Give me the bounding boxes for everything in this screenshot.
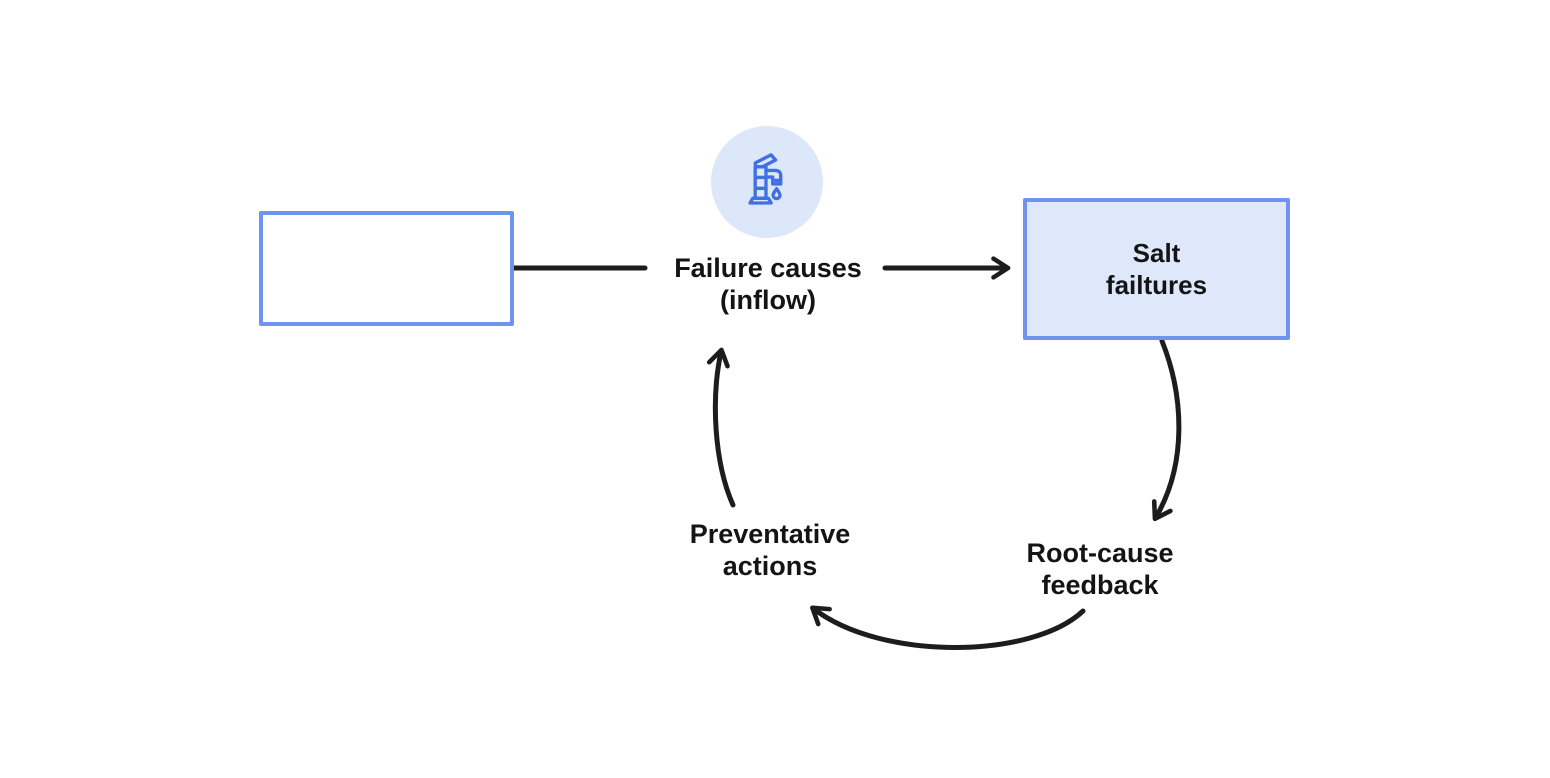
inflow-icon-circle [711,126,823,238]
label-failure-causes-line2: (inflow) [720,285,816,315]
label-failure-causes-line1: Failure causes [674,253,862,283]
salt-failures-line1: Salt [1132,238,1181,268]
label-failure-causes: Failure causes (inflow) [618,252,918,316]
label-preventative-line1: Preventative [689,519,851,549]
faucet-drip-icon [748,153,783,205]
arrow-preventative-to-inflow [706,347,736,508]
label-preventative-actions: Preventative actions [640,518,900,582]
salt-failures-box: Salt failtures [1023,198,1290,340]
label-root-cause-line1: Root-cause [1026,538,1174,568]
label-preventative-line2: actions [722,551,818,581]
label-root-cause-line2: feedback [1041,570,1159,600]
arrow-salt-box-to-root-cause [1151,338,1182,522]
arrow-root-cause-to-preventative [810,605,1086,650]
stock-box-empty [259,211,514,326]
label-root-cause-feedback: Root-cause feedback [970,537,1230,601]
salt-failures-line2: failtures [1105,270,1208,300]
